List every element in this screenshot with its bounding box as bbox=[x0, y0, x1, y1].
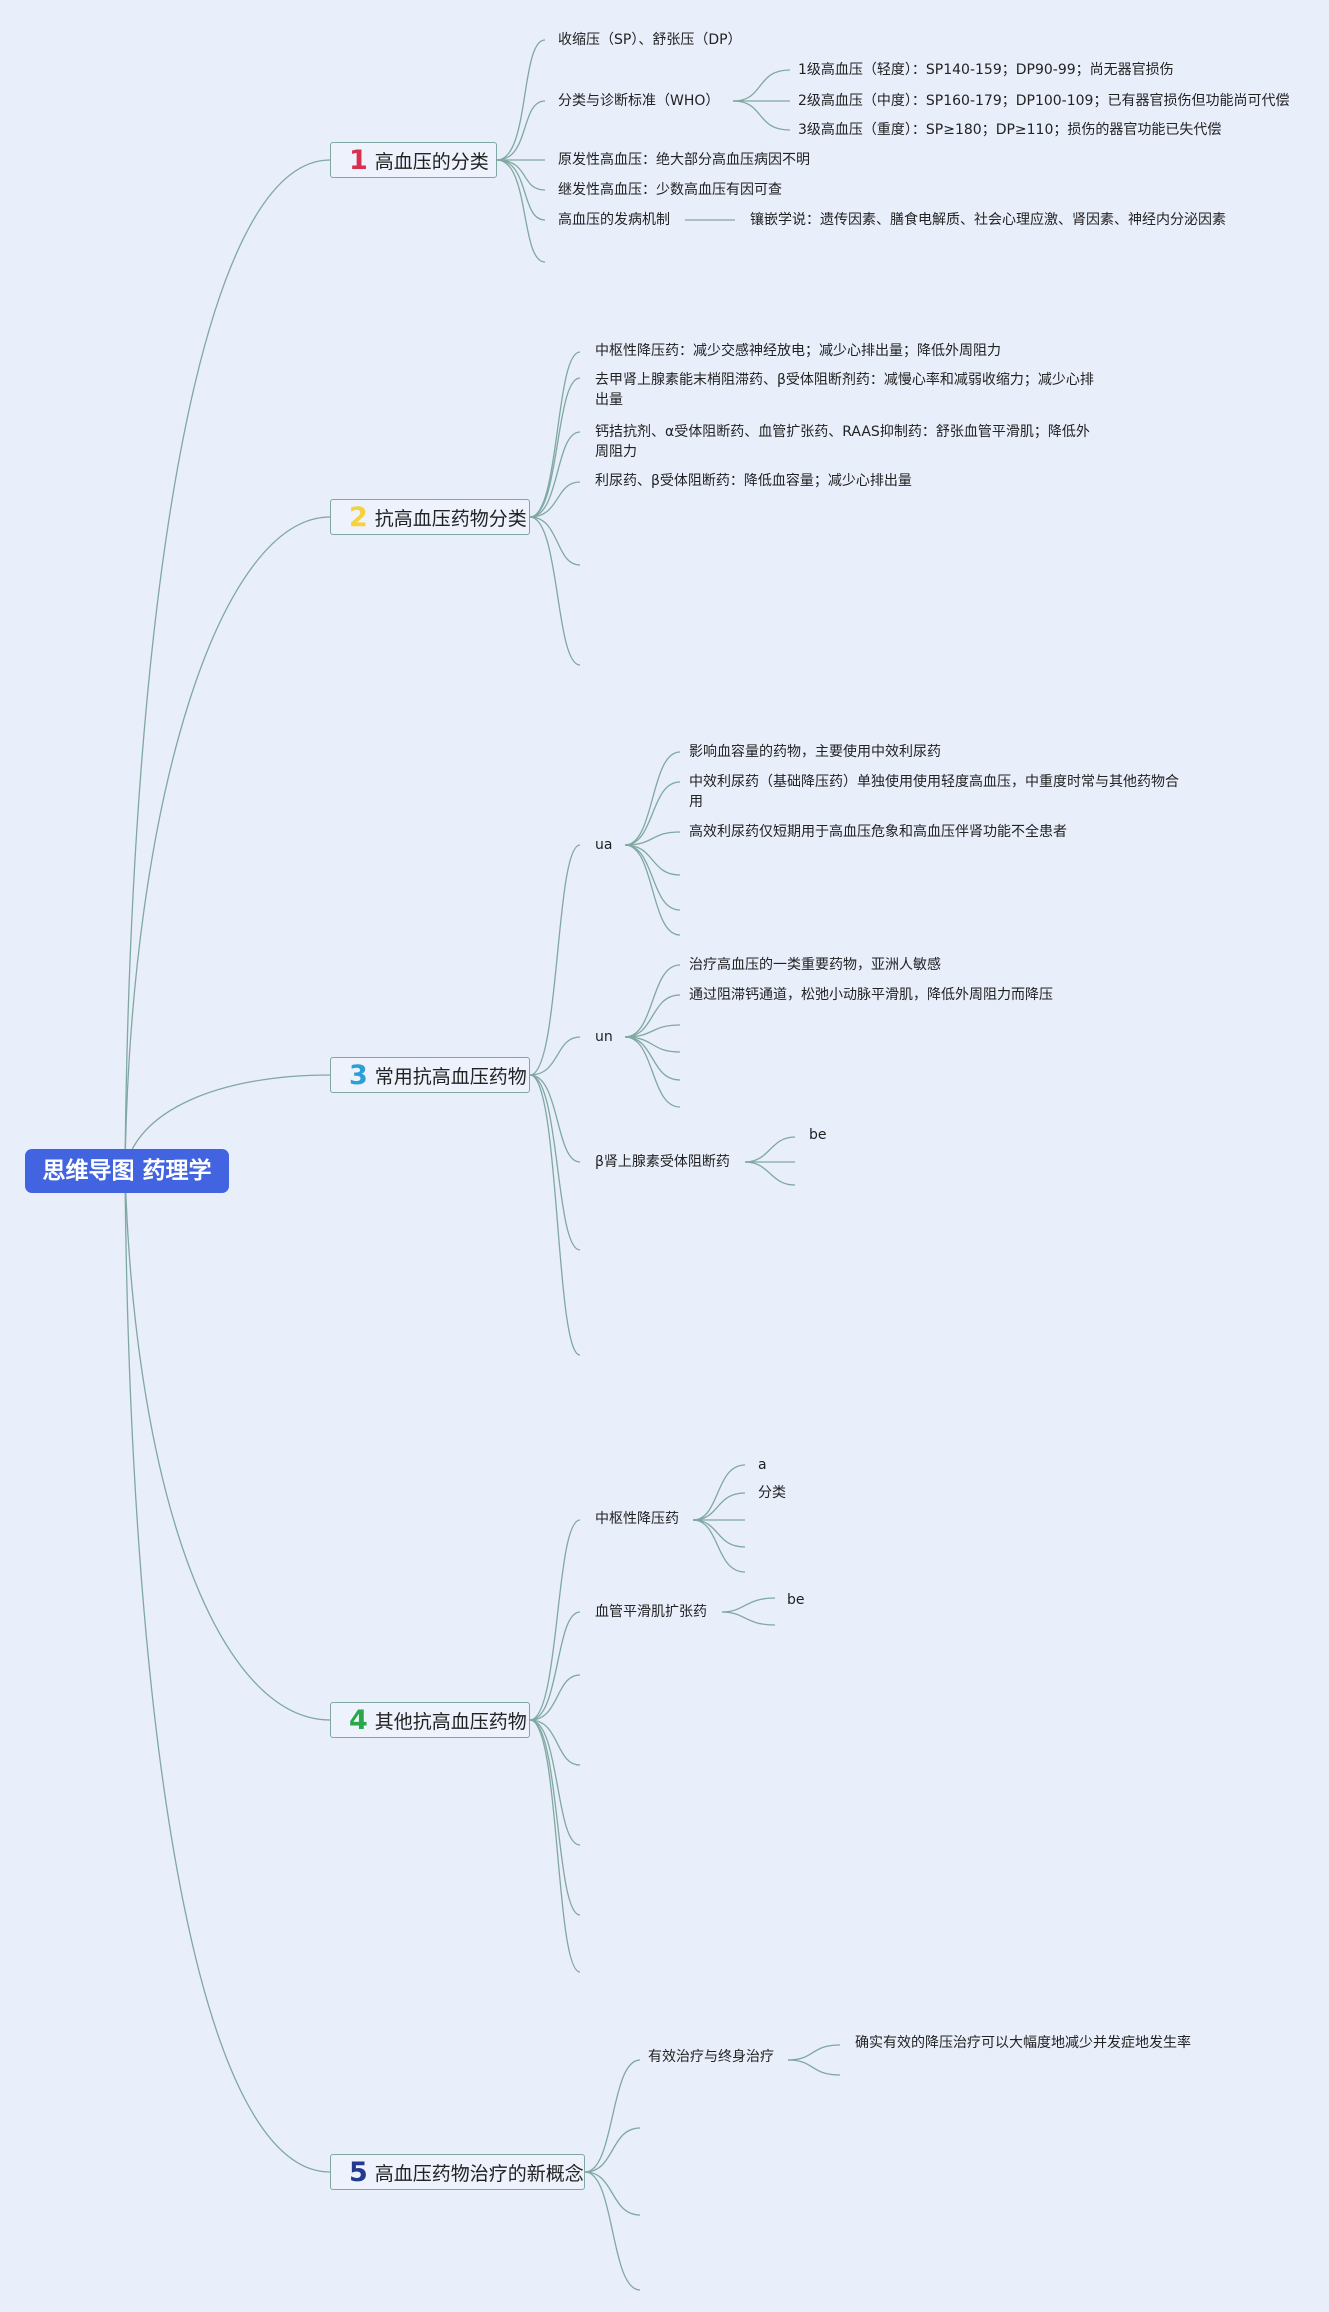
node-calcium-channel-mechanism[interactable]: 通过阻滞钙通道，松弛小动脉平滑肌，降低外周阻力而降压 bbox=[689, 987, 1053, 1003]
node-category[interactable]: 分类 bbox=[758, 1485, 786, 1501]
number-badge: 4 bbox=[349, 1704, 368, 1736]
connector-root-b5 bbox=[124, 1170, 331, 2173]
number-badge: 1 bbox=[349, 144, 368, 176]
node-who-criteria[interactable]: 分类与诊断标准（WHO） bbox=[558, 93, 720, 109]
node-blood-volume-drugs[interactable]: 影响血容量的药物，主要使用中效利尿药 bbox=[689, 744, 941, 760]
connector-root-b2 bbox=[124, 516, 331, 1172]
node-beta-blockers[interactable]: β肾上腺素受体阻断药 bbox=[595, 1154, 730, 1170]
node-sp-dp[interactable]: 收缩压（SP）、舒张压（DP） bbox=[558, 32, 742, 48]
root-topic[interactable]: 思维导图 药理学 bbox=[25, 1149, 229, 1193]
node-a[interactable]: a bbox=[758, 1457, 767, 1473]
topic-label: 常用抗高血压药物 bbox=[374, 1065, 527, 1088]
connector-root-b1 bbox=[124, 159, 331, 1172]
node-calcium-antagonists[interactable]: 钙拮抗剂、α受体阻断药、血管扩张药、RAAS抑制药：舒张血管平滑肌；降低外周阻力 bbox=[595, 424, 1090, 460]
topic-common-drugs[interactable]: 3 常用抗高血压药物 bbox=[330, 1057, 530, 1093]
node-grade-1[interactable]: 1级高血压（轻度）：SP140-159；DP90-99；尚无器官损伤 bbox=[798, 62, 1174, 78]
node-grade-3[interactable]: 3级高血压（重度）：SP≥180；DP≥110；损伤的器官功能已失代偿 bbox=[798, 122, 1222, 138]
node-ua[interactable]: ua bbox=[595, 837, 613, 853]
topic-other-drugs[interactable]: 4 其他抗高血压药物 bbox=[330, 1702, 530, 1738]
topic-label: 其他抗高血压药物 bbox=[374, 1710, 527, 1733]
node-un[interactable]: un bbox=[595, 1029, 613, 1045]
number-badge: 2 bbox=[349, 501, 368, 533]
node-noradrenergic-blockers[interactable]: 去甲肾上腺素能末梢阻滞药、β受体阻断剂药：减慢心率和减弱收缩力；减少心排出量 bbox=[595, 372, 1094, 408]
topic-label: 高血压药物治疗的新概念 bbox=[374, 2162, 584, 2185]
node-secondary-hypertension[interactable]: 继发性高血压：少数高血压有因可查 bbox=[558, 182, 782, 198]
node-asian-sensitive[interactable]: 治疗高血压的一类重要药物，亚洲人敏感 bbox=[689, 957, 941, 973]
number-badge: 3 bbox=[349, 1059, 368, 1091]
node-mosaic-theory[interactable]: 镶嵌学说：遗传因素、膳食电解质、社会心理应激、肾因素、神经内分泌因素 bbox=[750, 212, 1226, 228]
node-grade-2[interactable]: 2级高血压（中度）：SP160-179；DP100-109；已有器官损伤但功能尚… bbox=[798, 93, 1290, 109]
node-be[interactable]: be bbox=[809, 1127, 827, 1143]
connector-root-b4 bbox=[124, 1170, 331, 1721]
node-complication-reduction[interactable]: 确实有效的降压治疗可以大幅度地减少并发症地发生率 bbox=[855, 2035, 1191, 2051]
node-lifelong-treatment[interactable]: 有效治疗与终身治疗 bbox=[648, 2049, 774, 2065]
number-badge: 5 bbox=[349, 2156, 368, 2188]
node-medium-diuretics[interactable]: 中效利尿药（基础降压药）单独使用使用轻度高血压，中重度时常与其他药物合用 bbox=[689, 774, 1179, 810]
topic-label: 高血压的分类 bbox=[374, 150, 489, 173]
node-diuretics[interactable]: 利尿药、β受体阻断药：降低血容量；减少心排出量 bbox=[595, 473, 912, 489]
node-high-efficacy-diuretics[interactable]: 高效利尿药仅短期用于高血压危象和高血压伴肾功能不全患者 bbox=[689, 824, 1067, 840]
topic-drug-classification[interactable]: 2 抗高血压药物分类 bbox=[330, 499, 530, 535]
node-vasodilators[interactable]: 血管平滑肌扩张药 bbox=[595, 1604, 707, 1620]
node-be[interactable]: be bbox=[787, 1592, 805, 1608]
node-primary-hypertension[interactable]: 原发性高血压：绝大部分高血压病因不明 bbox=[558, 152, 810, 168]
node-pathogenesis[interactable]: 高血压的发病机制 bbox=[558, 212, 670, 228]
node-central-drugs[interactable]: 中枢性降压药：减少交感神经放电；减少心排出量；降低外周阻力 bbox=[595, 343, 1001, 359]
node-central-antihypertensive[interactable]: 中枢性降压药 bbox=[595, 1511, 679, 1527]
topic-new-concepts[interactable]: 5 高血压药物治疗的新概念 bbox=[330, 2154, 585, 2190]
topic-label: 抗高血压药物分类 bbox=[374, 507, 527, 530]
topic-hypertension-classification[interactable]: 1 高血压的分类 bbox=[330, 142, 497, 178]
